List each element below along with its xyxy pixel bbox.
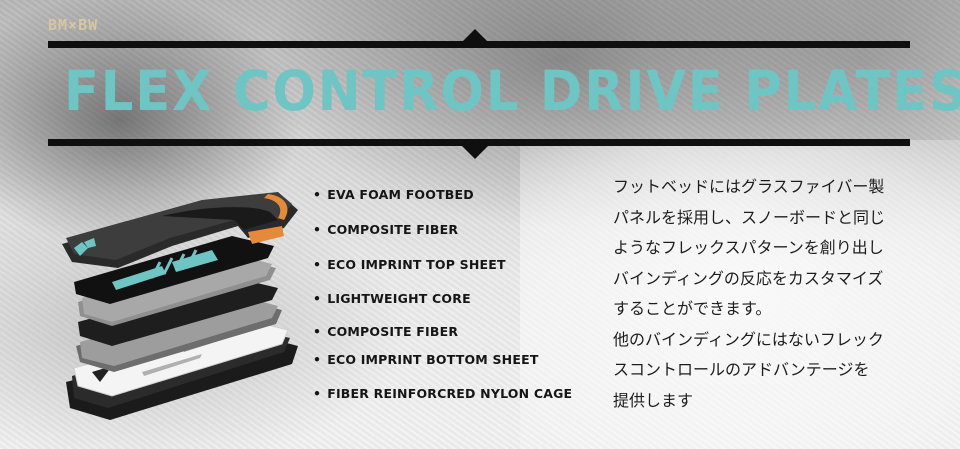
layer-label: ECO IMPRINT BOTTOM SHEET <box>327 352 539 367</box>
composite-fiber-lower-layer <box>76 296 282 372</box>
page-title: FLEX CONTROL DRIVE PLATES <box>64 59 960 123</box>
eva-foam-footbed-layer <box>62 192 298 268</box>
bullet: • <box>313 324 322 339</box>
layer-label: COMPOSITE FIBER <box>327 324 459 339</box>
layer-label: COMPOSITE FIBER <box>327 222 459 237</box>
layer-item: • COMPOSITE FIBER <box>313 222 458 237</box>
brand-logo: BM×BW <box>48 16 99 34</box>
description-line: バインディングの反応をカスタマイズ <box>613 268 884 288</box>
bullet: • <box>313 291 322 306</box>
lightweight-core-layer <box>78 278 278 346</box>
title-notch-top <box>462 29 488 42</box>
description-line: ようなフレックスパターンを創り出し <box>613 238 884 257</box>
layer-label: FIBER REINFORCRED NYLON CAGE <box>327 386 573 401</box>
description-line: スコントロールのアドバンテージを <box>613 360 870 379</box>
layer-item: • ECO IMPRINT TOP SHEET <box>313 257 506 272</box>
title-rule-top <box>48 41 910 48</box>
description-line: パネルを採用し、スノーボードと同じ <box>613 207 886 227</box>
bullet: • <box>313 187 322 202</box>
bullet: • <box>313 386 322 401</box>
description-line: 他のバインディングにはないフレック <box>613 329 884 349</box>
description-line: 提供します <box>613 390 694 410</box>
title-rule-bottom <box>48 139 910 146</box>
title-notch-bottom <box>462 146 488 159</box>
drive-plate-exploded-illustration <box>62 192 298 420</box>
layer-item: • FIBER REINFORCRED NYLON CAGE <box>313 386 572 401</box>
layer-item: • EVA FOAM FOOTBED <box>313 187 474 202</box>
composite-fiber-upper-layer <box>74 236 274 304</box>
layer-label: EVA FOAM FOOTBED <box>327 187 474 202</box>
eco-imprint-top-sheet-layer <box>78 254 276 326</box>
layer-item: • ECO IMPRINT BOTTOM SHEET <box>313 352 539 367</box>
description-line: することができます。 <box>613 299 772 318</box>
bullet: • <box>313 352 322 367</box>
layer-label: LIGHTWEIGHT CORE <box>327 291 471 306</box>
layer-label: ECO IMPRINT TOP SHEET <box>327 257 506 272</box>
bullet: • <box>313 257 322 272</box>
layer-item: • LIGHTWEIGHT CORE <box>313 291 471 306</box>
bullet: • <box>313 222 322 237</box>
background-fade <box>520 140 960 449</box>
description-line: フットベッドにはグラスファイバー製 <box>613 177 885 196</box>
description-text: フットベッドにはグラスファイバー製 パネルを採用し、スノーボードと同じ ようなフ… <box>613 172 933 416</box>
layer-item: • COMPOSITE FIBER <box>313 324 458 339</box>
